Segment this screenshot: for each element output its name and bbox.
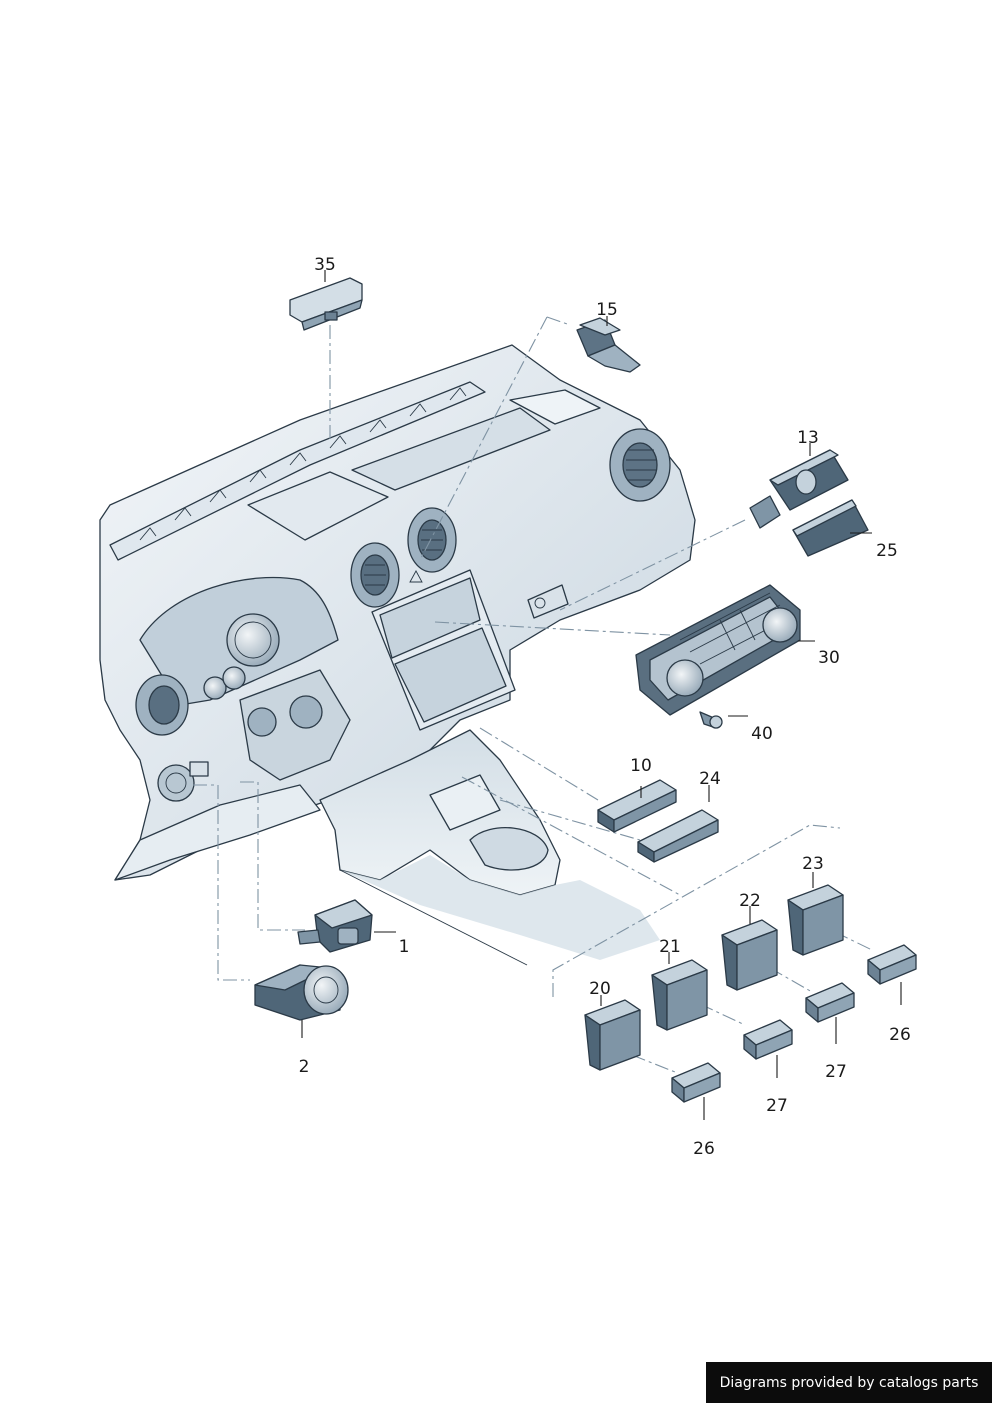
callout-20: 20 bbox=[589, 979, 611, 999]
part-1-headlight-range-switch bbox=[297, 899, 373, 953]
callout-21: 21 bbox=[659, 937, 681, 957]
part-21-switch bbox=[651, 959, 708, 1031]
callout-23: 23 bbox=[802, 854, 824, 874]
callout-35: 35 bbox=[314, 255, 336, 275]
part-22-switch bbox=[721, 919, 778, 991]
callout-10: 10 bbox=[630, 756, 652, 776]
callout-labels: 35 15 13 25 30 40 10 24 1 2 23 22 21 20 … bbox=[299, 255, 911, 1159]
part-2-light-switch bbox=[254, 964, 349, 1021]
part-27-blank-cover-lower bbox=[743, 1019, 793, 1060]
part-24-switch-panel bbox=[637, 809, 719, 863]
part-10-switch-panel bbox=[597, 779, 677, 833]
callout-25: 25 bbox=[876, 541, 898, 561]
callout-26-upper: 26 bbox=[889, 1025, 911, 1045]
part-23-switch bbox=[787, 884, 844, 956]
part-26-blank-cover-upper bbox=[867, 944, 917, 985]
callout-22: 22 bbox=[739, 891, 761, 911]
part-30-climate-control-unit bbox=[635, 584, 801, 716]
callout-30: 30 bbox=[818, 648, 840, 668]
callout-27-upper: 27 bbox=[825, 1062, 847, 1082]
callout-24: 24 bbox=[699, 769, 721, 789]
dashboard-assembly bbox=[99, 344, 696, 966]
part-15-switch bbox=[576, 317, 641, 373]
callout-26-lower: 26 bbox=[693, 1139, 715, 1159]
callout-1: 1 bbox=[399, 937, 410, 957]
part-25-blank-cover bbox=[792, 499, 869, 557]
callout-2: 2 bbox=[299, 1057, 310, 1077]
part-35-sensor-cover bbox=[289, 277, 363, 331]
callout-27-lower: 27 bbox=[766, 1096, 788, 1116]
part-40-screw bbox=[699, 711, 723, 729]
footer-credit: Diagrams provided by catalogs parts bbox=[706, 1362, 992, 1403]
part-13-switch bbox=[749, 449, 849, 529]
callout-15: 15 bbox=[596, 300, 618, 320]
callout-leaders bbox=[301, 270, 902, 1120]
callout-13: 13 bbox=[797, 428, 819, 448]
callout-40: 40 bbox=[751, 724, 773, 744]
part-20-switch bbox=[584, 999, 641, 1071]
part-27-blank-cover-upper bbox=[805, 982, 855, 1023]
part-26-blank-cover-lower bbox=[671, 1062, 721, 1103]
